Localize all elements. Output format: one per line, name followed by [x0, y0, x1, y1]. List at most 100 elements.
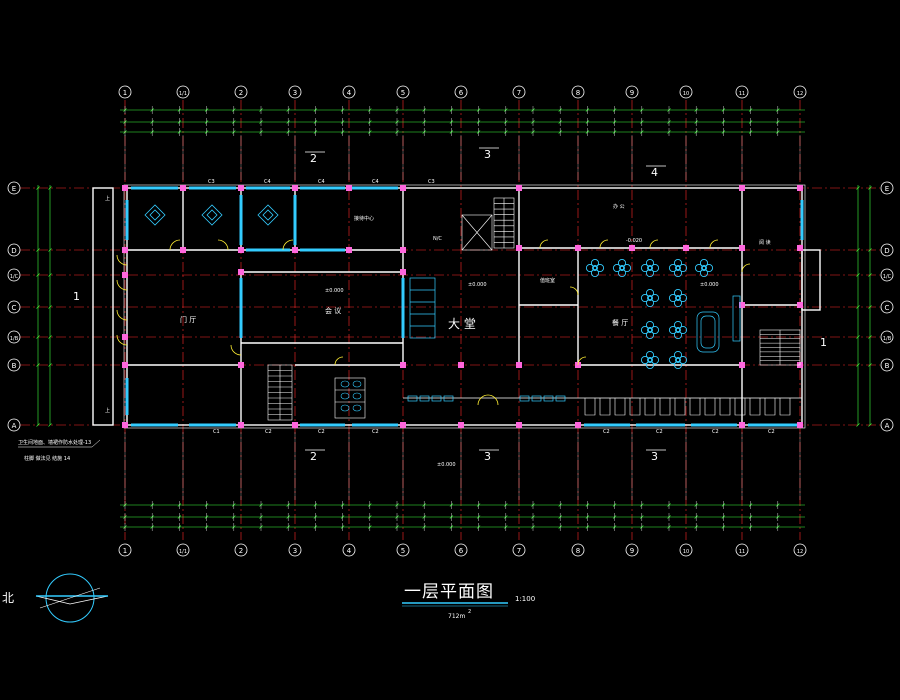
column [400, 269, 406, 275]
axis-bubble-label: 10 [683, 91, 689, 97]
axis-bubble [118, 543, 132, 557]
window-tag: C3 [428, 179, 435, 185]
counter-desk [599, 398, 611, 416]
column [797, 245, 803, 251]
notes: 卫生间地面、墙裙作防水处理-13 柱脚 做法见 结施 14 ±0.000 -0.… [18, 238, 719, 468]
column [238, 362, 244, 368]
dining-table [640, 288, 660, 308]
axis-bubble [7, 243, 21, 257]
drawing-title: 一层平面图 [404, 582, 494, 602]
axis-bubble-label: 6 [459, 547, 464, 555]
window-tag: C2 [656, 429, 663, 435]
drawing-scale: 1:100 [515, 595, 535, 603]
axis-bubble-label: 7 [517, 89, 521, 97]
dimension-tick [856, 335, 860, 339]
column [797, 302, 803, 308]
window-tag: C4 [318, 179, 325, 185]
entry-elevation-note: ±0.000 [437, 462, 456, 468]
axis-bubble-label: 10 [683, 549, 689, 555]
column [238, 247, 244, 253]
room-labels: 门 厅 大 堂 会 议 接待中心 餐 厅 办 公 值班室 阅 读 N/C 上 上 [105, 195, 771, 414]
dining-table [612, 258, 632, 278]
window-tag: C4 [264, 179, 271, 185]
axis-bubble [880, 358, 894, 372]
duty-label: 值班室 [540, 277, 555, 284]
dimension-tick [48, 363, 52, 367]
dining-table [694, 258, 714, 278]
counter-desk [644, 398, 656, 416]
axis-bubble [735, 85, 749, 99]
section-mark-top: 3 [484, 148, 491, 161]
axis-bubble [396, 85, 410, 99]
axis-bubble [7, 300, 21, 314]
axis-bubble-label: 11 [739, 91, 745, 97]
axis-bubble-label: 6 [459, 89, 464, 97]
axis-bubble-label: 12 [797, 91, 803, 97]
north-label: 北 [2, 591, 14, 605]
dimension-tick [856, 248, 860, 252]
stairs [267, 197, 801, 421]
dimension-tick [48, 305, 52, 309]
note-column-base: 柱脚 做法见 结施 14 [24, 455, 70, 462]
axis-bubble-label: 4 [347, 89, 352, 97]
counter-desk [764, 398, 776, 416]
axis-bubble-label: 1/B [883, 336, 892, 342]
axis-bubble [512, 85, 526, 99]
window-tag: C1 [213, 429, 220, 435]
axis-bubble-label: 11 [739, 549, 745, 555]
dimension-tick [868, 305, 872, 309]
windows [125, 186, 804, 427]
axis-bubble [7, 330, 21, 344]
axis-bubble-label: 1/C [10, 274, 19, 280]
dimension-tick [868, 273, 872, 277]
column [346, 185, 352, 191]
dimension-tick [36, 273, 40, 277]
dining-table [640, 258, 660, 278]
column [575, 245, 581, 251]
dimension-tick [868, 248, 872, 252]
window-tags: C3 C4 C4 C4 C3 C1 C2 C2 C2 C2 C2 C2 C2 [208, 179, 775, 435]
axis-bubble [625, 543, 639, 557]
dimension-tick [36, 305, 40, 309]
section-mark-bottom: 3 [651, 450, 658, 463]
office-counters [584, 398, 791, 416]
axis-bubble-label: C [885, 304, 890, 312]
axis-bubble-label: B [12, 362, 17, 370]
axis-bubble-label: D [11, 247, 16, 255]
axis-bubble-label: 5 [401, 547, 405, 555]
dining-table [640, 320, 660, 340]
axis-bubble-label: D [884, 247, 889, 255]
column [122, 185, 128, 191]
section-mark-right: 1 [820, 336, 827, 349]
column [739, 302, 745, 308]
axis-bubble [7, 181, 21, 195]
north-arrow: 北 [2, 573, 109, 623]
ramp-graphic [409, 277, 436, 339]
dining-table [668, 350, 688, 370]
axis-bubble-label: B [885, 362, 890, 370]
dimension-tick [36, 363, 40, 367]
column [516, 245, 522, 251]
elevation-tag: ±0.000 [325, 288, 344, 294]
axis-bubble-label: C [12, 304, 17, 312]
axis-bubble [234, 85, 248, 99]
column [122, 362, 128, 368]
column [629, 245, 635, 251]
window-tag: C2 [265, 429, 272, 435]
axis-bubble [7, 358, 21, 372]
axis-bubble-label: 5 [401, 89, 405, 97]
axis-bubble [7, 268, 21, 282]
window-tag: C2 [603, 429, 610, 435]
stair-up-label-1: 上 [105, 195, 110, 202]
column [122, 422, 128, 428]
section-mark-bottom: 2 [310, 450, 317, 463]
axis-bubble [454, 85, 468, 99]
counter-desk [629, 398, 641, 416]
axis-bubble-label: 7 [517, 547, 521, 555]
column [739, 185, 745, 191]
toilet-fixtures [334, 377, 366, 419]
elevation-tag: -0.020 [626, 238, 642, 244]
dimension-tick [856, 305, 860, 309]
column [516, 422, 522, 428]
column [575, 422, 581, 428]
